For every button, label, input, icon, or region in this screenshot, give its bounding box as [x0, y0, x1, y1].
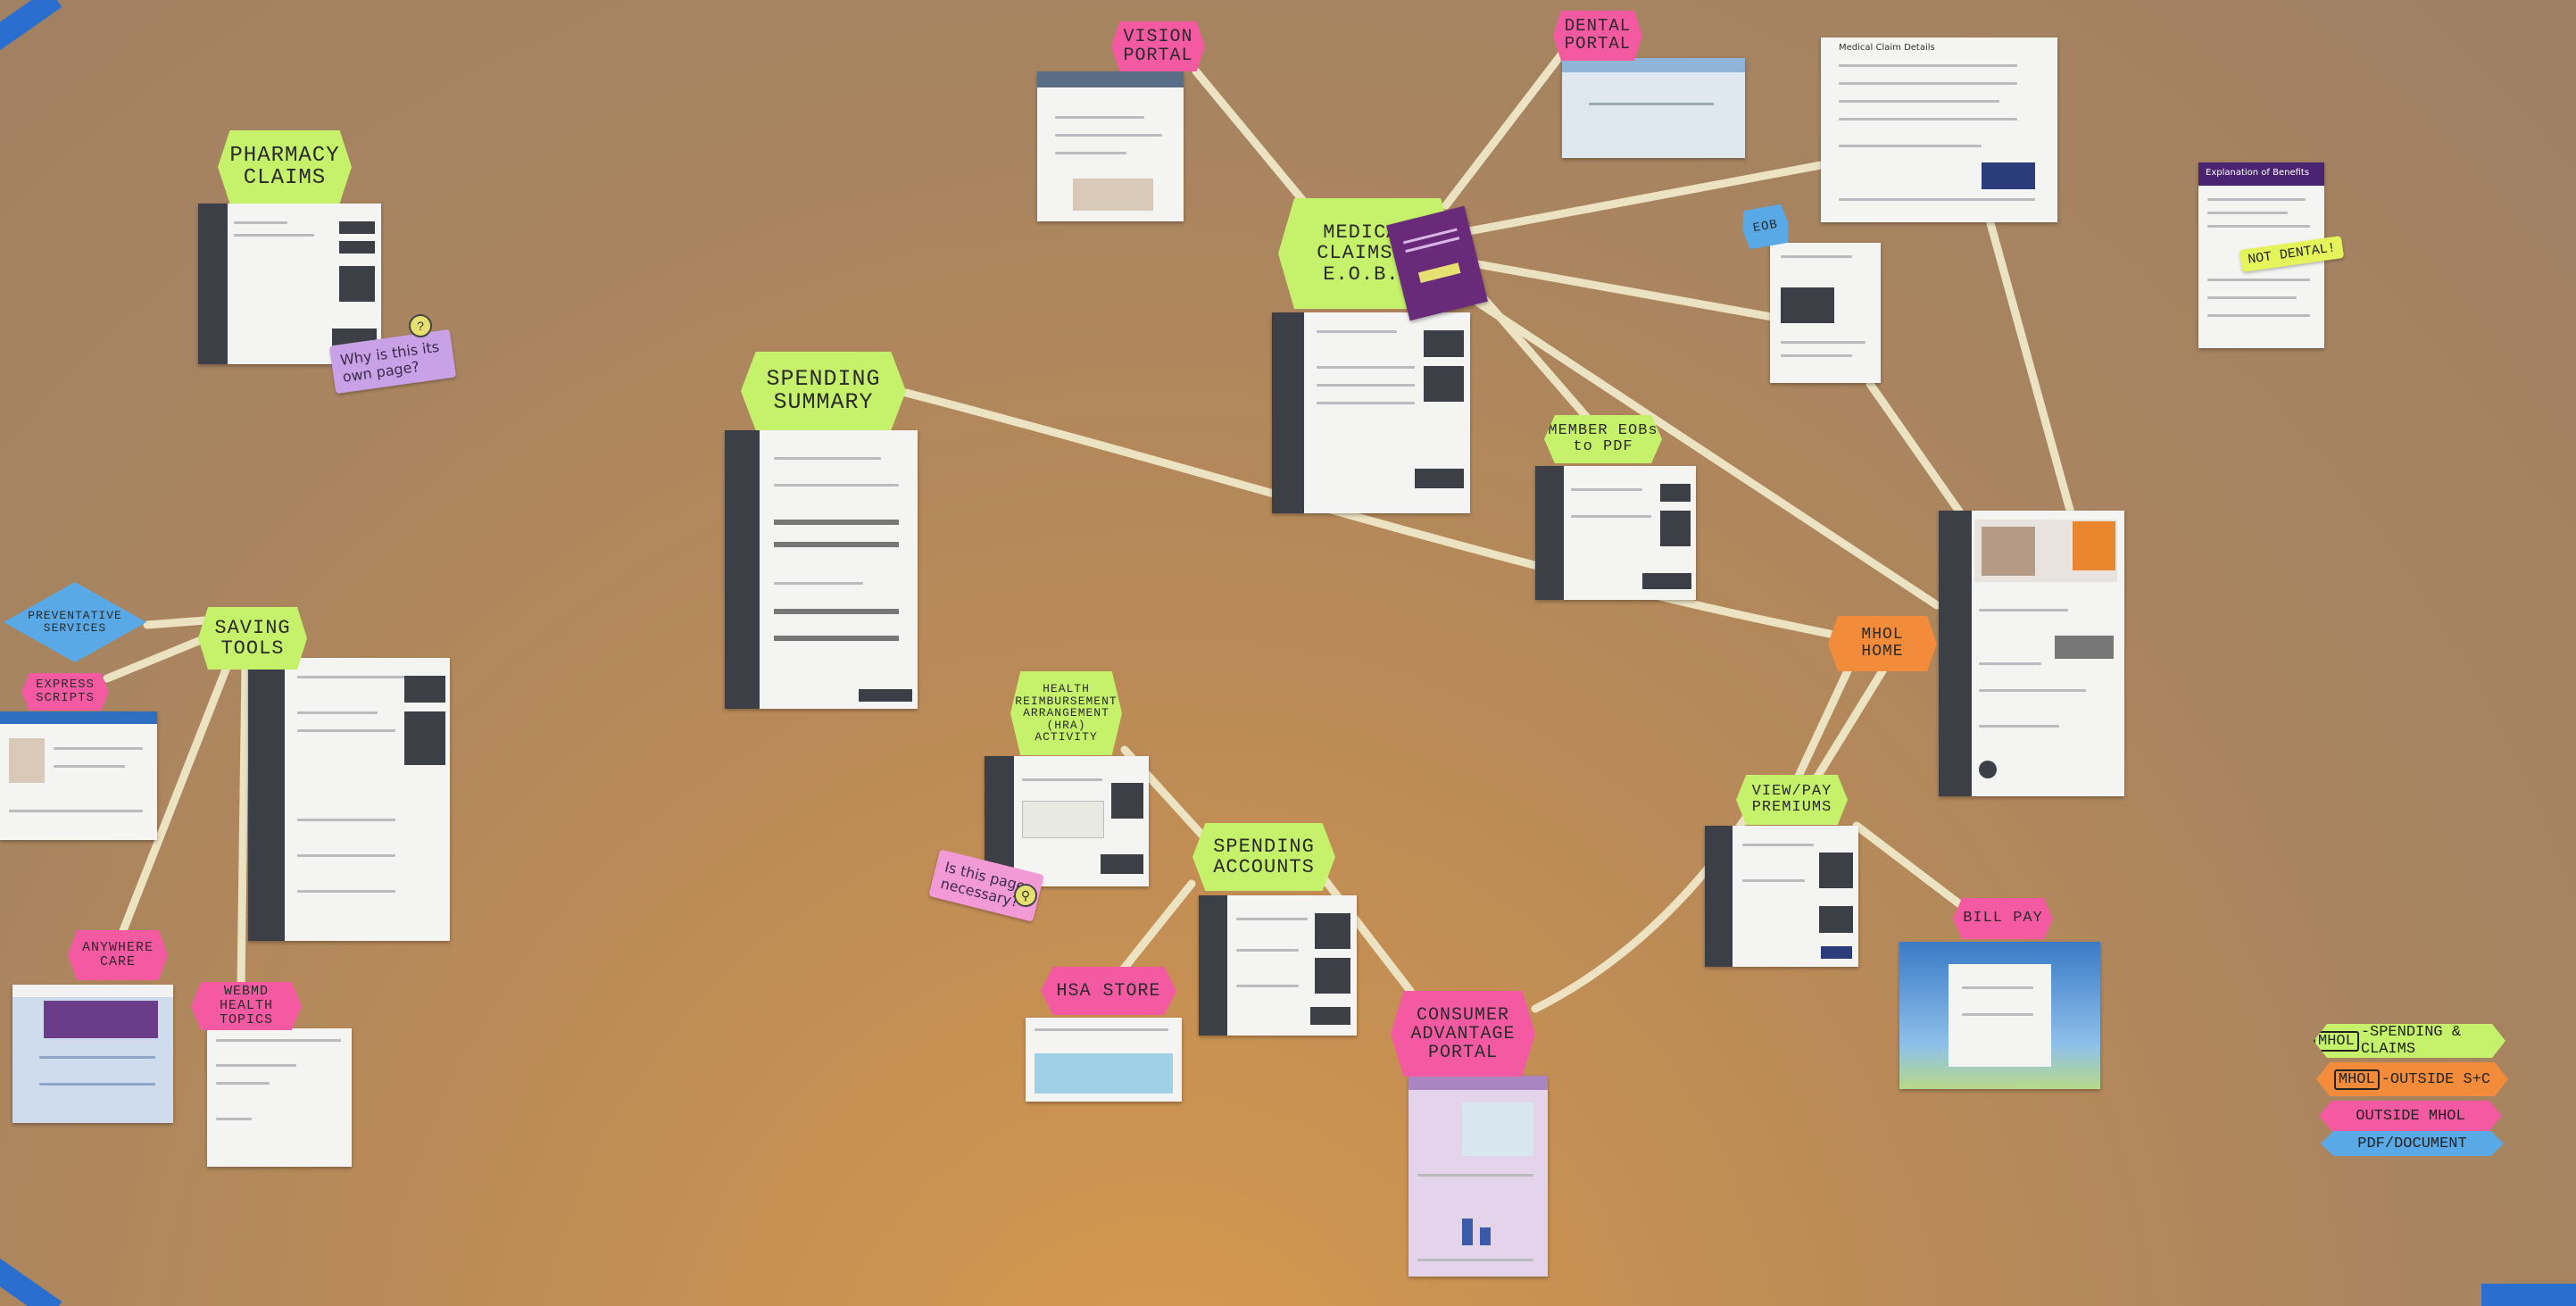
tape-bottom-right: [2481, 1284, 2576, 1306]
view-pay-premiums-screenshot: [1705, 826, 1858, 967]
mhol-home-label: MHOL HOME: [1828, 616, 1937, 671]
eob-document-screenshot: [1770, 243, 1881, 383]
string-saving-anywhere: [116, 661, 232, 942]
legend-spending-claims-prefix: MHOL: [2314, 1030, 2359, 1052]
medical-claims-screenshot: [1272, 312, 1470, 513]
vision-portal-screenshot: [1037, 71, 1184, 221]
pharmacy-claims-label: PHARMACY CLAIMS: [218, 130, 352, 204]
string-eob-medical: [1468, 259, 1776, 321]
string-eob-home: [1866, 379, 1968, 522]
member-eobs-screenshot: [1535, 466, 1696, 600]
legend: MHOL -SPENDING & CLAIMS MHOL -OUTSIDE S+…: [2312, 1022, 2513, 1156]
anywhere-care-screenshot: [12, 985, 173, 1123]
string-claimdetail-medical: [1459, 161, 1825, 237]
vision-portal-label: VISION PORTAL: [1111, 21, 1205, 71]
spending-summary-screenshot: [725, 430, 918, 709]
member-eobs-label: MEMBER EOBs to PDF: [1544, 415, 1662, 463]
spending-accounts-screenshot: [1199, 895, 1357, 1036]
view-pay-premiums-label: VIEW/PAY PREMIUMS: [1736, 775, 1848, 825]
string-saving-webmd: [237, 661, 250, 991]
anywhere-care-label: ANYWHERE CARE: [68, 930, 168, 980]
bill-pay-label: BILL PAY: [1953, 898, 2053, 939]
spending-accounts-label: SPENDING ACCOUNTS: [1192, 823, 1335, 891]
magnifier-pin-icon: ⚲: [1014, 884, 1037, 907]
string-saving-preventative: [143, 616, 210, 629]
string-summary-home: [902, 388, 1834, 638]
legend-pdf-document: PDF/DOCUMENT: [2321, 1131, 2504, 1156]
string-spending-consumer: [1317, 870, 1415, 995]
bill-pay-screenshot: [1899, 942, 2100, 1089]
hsa-store-label: HSA STORE: [1041, 967, 1176, 1015]
string-claimdetail-home: [1986, 219, 2075, 518]
express-scripts-label: EXPRESS SCRIPTS: [21, 673, 109, 711]
dental-portal-screenshot: [1562, 58, 1745, 158]
string-saving-express: [103, 634, 210, 683]
string-vision-medical: [1192, 67, 1308, 205]
express-scripts-screenshot: [0, 711, 157, 840]
mhol-home-screenshot: [1939, 511, 2124, 796]
webmd-label: WEBMD HEALTH TOPICS: [191, 982, 302, 1030]
hsa-store-screenshot: [1026, 1018, 1182, 1102]
string-dental-medical: [1442, 49, 1566, 210]
string-spending-hsa: [1116, 879, 1196, 977]
saving-tools-label: SAVING TOOLS: [198, 607, 307, 670]
legend-spending-claims-suffix: -SPENDING & CLAIMS: [2360, 1024, 2462, 1058]
legend-spending-claims: MHOL -SPENDING & CLAIMS: [2314, 1024, 2505, 1058]
pharmacy-claims-screenshot: [198, 204, 381, 364]
consumer-advantage-screenshot: [1408, 1076, 1548, 1277]
saving-tools-screenshot: [248, 658, 450, 941]
explanation-of-benefits-title: Explanation of Benefits: [2206, 168, 2310, 178]
webmd-screenshot: [207, 1028, 352, 1167]
dental-portal-label: DENTAL PORTAL: [1553, 11, 1642, 61]
question-pin-icon: ?: [409, 314, 432, 337]
spending-summary-label: SPENDING SUMMARY: [741, 352, 906, 430]
medical-claim-details-title: Medical Claim Details: [1839, 43, 1935, 53]
consumer-advantage-label: CONSUMER ADVANTAGE PORTAL: [1391, 991, 1535, 1077]
string-home-premiums: [1790, 647, 1861, 790]
legend-outside-sc-suffix: -OUTSIDE S+C: [2381, 1070, 2491, 1088]
hra-activity-label: HEALTH REIMBURSEMENT ARRANGEMENT (HRA) A…: [1010, 671, 1122, 755]
legend-outside-sc-prefix: MHOL: [2333, 1069, 2380, 1090]
medical-claim-details-screenshot: Medical Claim Details: [1821, 37, 2057, 222]
string-medical-home: [1468, 295, 1941, 610]
legend-outside-sc: MHOL -OUTSIDE S+C: [2316, 1062, 2508, 1096]
string-home-premiums-2: [1807, 665, 1888, 790]
string-premiums-billpay: [1852, 821, 1973, 915]
legend-outside-mhol: OUTSIDE MHOL: [2319, 1101, 2502, 1131]
